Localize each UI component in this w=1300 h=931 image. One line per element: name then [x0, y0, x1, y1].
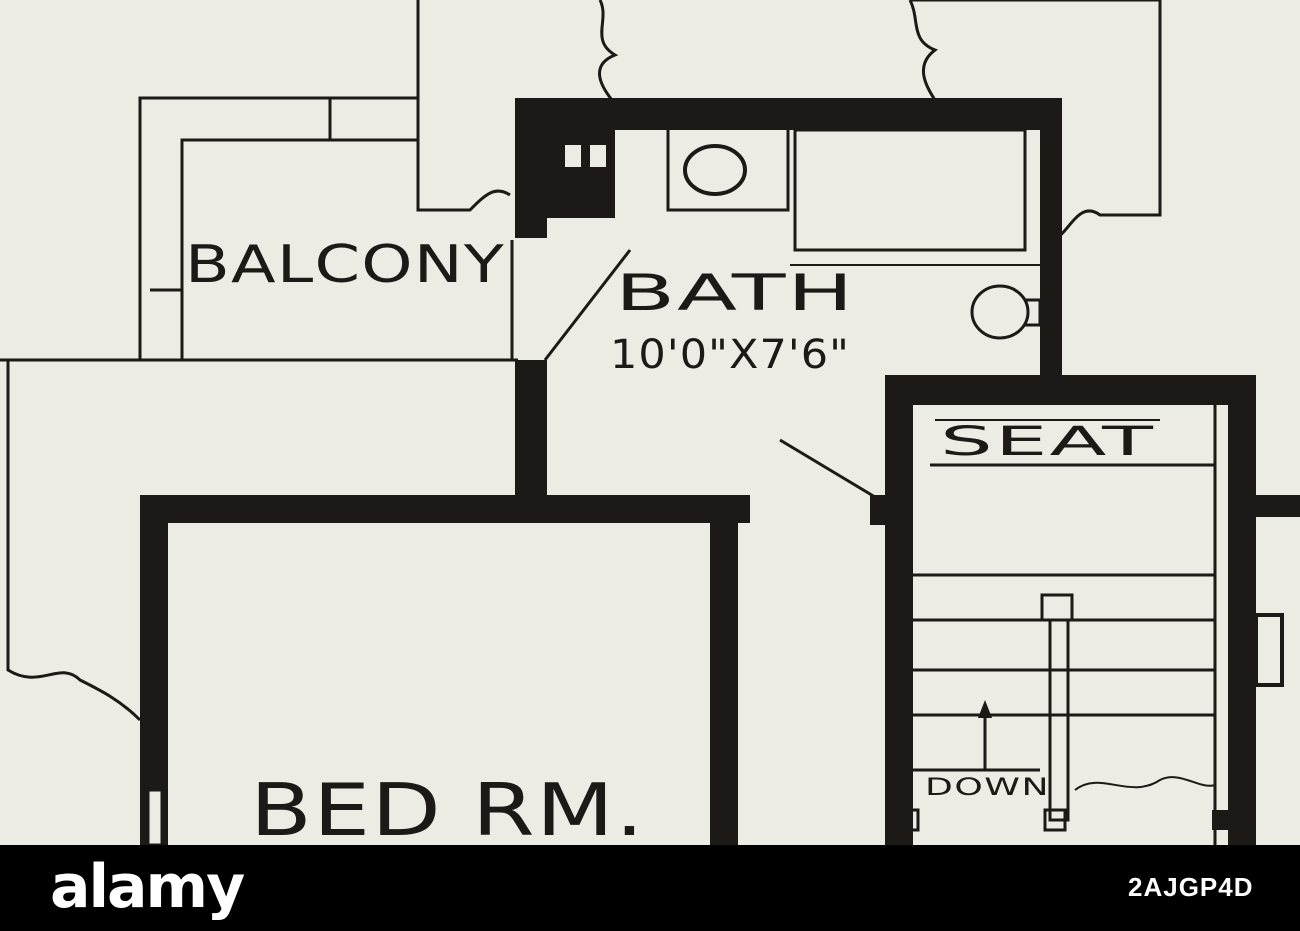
watermark-banner: alamy 2AJGP4D — [0, 845, 1300, 931]
sink-icon — [683, 144, 747, 196]
toilet-icon — [970, 284, 1030, 340]
adjacent-wall-left — [416, 0, 619, 212]
floor-plan: BALCONY BATH 10'0"X7'6" SEAT DOWN BED RM… — [0, 0, 1300, 845]
balcony-label: BALCONY — [185, 235, 505, 295]
alamy-logo: alamy — [50, 852, 245, 922]
bathtub-icon — [793, 128, 1027, 252]
left-wing — [0, 358, 518, 722]
balcony — [138, 96, 514, 360]
image-id: 2AJGP4D — [1128, 872, 1254, 902]
stair-treads — [913, 573, 1215, 772]
bath-walls — [515, 98, 1062, 495]
seat-label: SEAT — [940, 419, 1155, 465]
bedroom-label: BED RM. — [250, 768, 645, 845]
bath-fixtures — [543, 123, 1042, 361]
stair-hall — [779, 375, 1300, 845]
bedroom-walls — [140, 495, 750, 845]
bath-dimensions: 10'0"X7'6" — [610, 332, 850, 378]
stair-newel — [1040, 593, 1074, 822]
down-label: DOWN — [925, 773, 1050, 801]
bath-label: BATH — [615, 264, 855, 322]
